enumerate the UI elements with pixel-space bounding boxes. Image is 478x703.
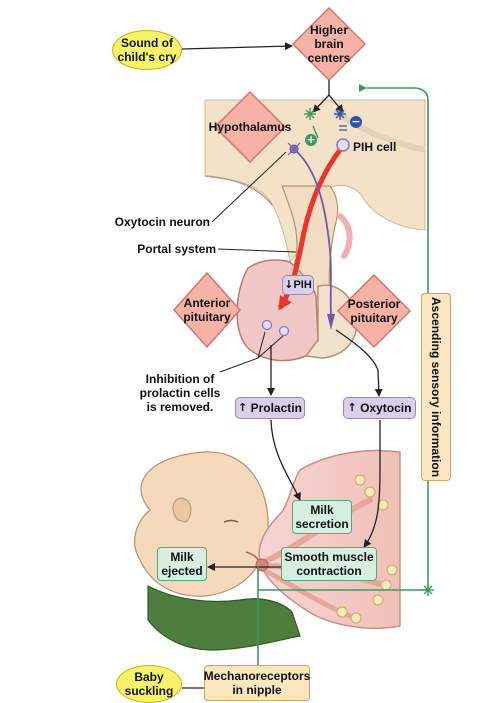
posterior-pituitary-label: Posterior pituitary [347,297,401,325]
nipple [255,558,269,572]
oxytocin-neuron-label: Oxytocin neuron [114,215,210,229]
portal-system-leader [217,248,297,253]
inhibitory-circle [350,116,362,128]
anterior-pituitary-label: Anterior pituitary [183,296,231,324]
oxytocin-box: ↑ Oxytocin [343,397,416,419]
breast-alveoli [336,474,398,624]
milk-ejected-box: Milk ejected [157,547,207,581]
prolactin-text: Prolactin [250,401,302,415]
higher-brain-label: Higher brain centers [307,23,351,65]
inhibition-label: Inhibition of prolactin cells is removed… [139,372,221,414]
hypothalamus-synapse-mark [304,108,316,120]
ascending-sensory-box: Ascending sensory information [421,293,451,481]
anterior-pituitary-diamond [172,271,242,349]
down-arrow-icon: ↓ [284,278,294,291]
up-arrow-icon: ↑ [238,401,248,414]
oxytocin-text: Oxytocin [360,401,412,415]
prolactin-to-milk-arrow [270,419,301,501]
brain-fold [204,175,273,206]
inhibitory-tick [339,125,347,131]
sound-to-brain-arrow [181,42,293,51]
up-arrow-icon: ↑ [347,401,357,414]
milk-secretion-box: Milk secretion [292,500,352,534]
prolactin-box: ↑ Prolactin [235,397,305,419]
oxytocin-neuron-leader [211,151,287,223]
posterior-to-oxytocin-arrow [335,329,383,397]
prolactin-cell-2 [278,325,290,337]
portal-system-label: Portal system [137,242,216,256]
oxytocin-terminal [327,314,335,330]
oxytocin-to-muscle-arrow [363,420,381,548]
hypothalamus-diamond [213,90,287,164]
posterior-pituitary-diamond [336,273,412,349]
pih-synapse-mark [334,108,346,120]
baby-blanket [147,585,301,651]
smooth-muscle-box: Smooth muscle contraction [281,547,377,581]
plus-icon: + [306,133,316,146]
baby-mouth [245,551,259,561]
pih-cell-label: PIH cell [353,140,397,154]
hypothalamus-label: Hypothalamus [208,120,292,134]
minus-icon: − [351,115,361,128]
prolactin-cell-1 [261,319,273,331]
baby-eye [223,519,239,523]
excitatory-circle [305,134,317,146]
sensory-pathway [257,87,429,665]
stalk-highlight [337,213,353,259]
pih-text: PIH [293,279,312,291]
mechanoreceptors-box: Mechanoreceptors in nipple [204,665,310,701]
baby-ear [172,497,192,523]
pih-cell-soma [336,138,350,152]
sound-of-cry-oval: Sound of child's cry [112,30,182,70]
brain-to-oxytocin-arrow [312,94,330,113]
sensory-branch-to-hypothalamus [312,125,319,139]
sensory-synapse-mark [422,584,434,596]
baby-suckling-oval: Baby suckling [116,665,182,703]
pih-box: ↓PIH [282,275,314,295]
oxytocin-axon [294,149,332,316]
